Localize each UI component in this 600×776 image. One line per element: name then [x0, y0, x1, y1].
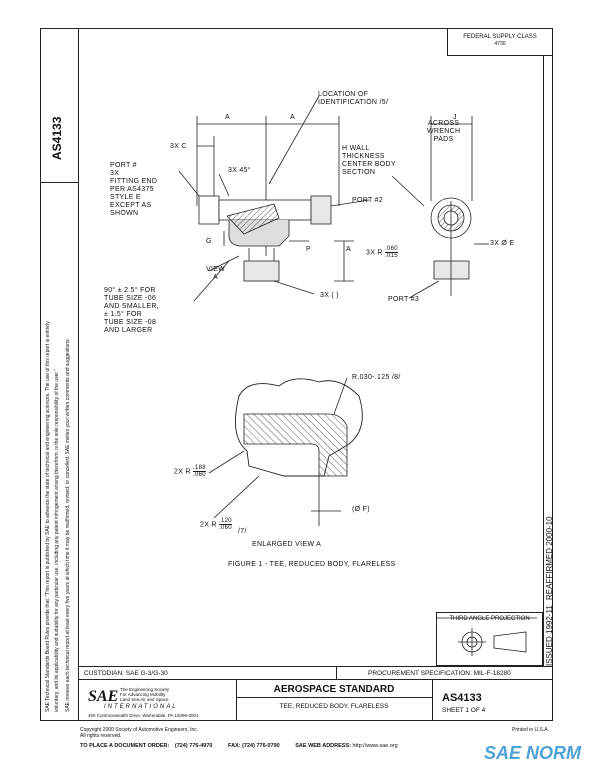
radius-030-label: R.030-.125 /8/	[352, 374, 401, 381]
port-3-label: PORT #3	[388, 296, 420, 303]
title-doc-number: AS4133	[442, 692, 482, 704]
projection-symbol	[458, 628, 527, 656]
sae-address: 400 Commonwealth Drive, Warrendale, PA 1…	[88, 713, 199, 718]
issued-date: ISSUED 1992-11	[545, 605, 554, 666]
copyright: Copyright 2000 Society of Automotive Eng…	[80, 727, 199, 739]
angle-45-label: 3X 45°	[228, 167, 251, 174]
dim-p: P	[306, 246, 311, 253]
port-2-label: PORT #2	[352, 197, 384, 204]
federal-supply-class-box	[447, 28, 553, 56]
radius-188-label: 2X R .188.060	[174, 465, 206, 478]
left-strip-rule	[40, 182, 78, 183]
printed-label: Printed in U.S.A.	[512, 727, 549, 733]
dim-a-left: A	[225, 114, 230, 121]
title-heading: AEROSPACE STANDARD	[273, 684, 395, 695]
order-line: TO PLACE A DOCUMENT ORDER: (724) 776-497…	[80, 743, 398, 749]
enlarged-view-label: ENLARGED VIEW A	[252, 541, 322, 548]
sae-disclaimer-1: SAE Technical Standards Board Rules prov…	[45, 321, 51, 712]
e-diameter-label: 3X Ø E	[490, 240, 515, 247]
dim-a-vertical: A	[346, 246, 351, 253]
title-block-divider-1	[236, 680, 237, 721]
drawing-frame	[40, 28, 553, 721]
custodian-label: CUSTODIAN: SAE G-3/G-30	[84, 670, 168, 677]
radius-120-label: 2X R .120.060	[200, 518, 232, 531]
sae-logo: SAE	[88, 688, 119, 705]
sheet-number: SHEET 1 OF 4	[442, 707, 486, 714]
title-subtitle: TEE, REDUCED BODY, FLARELESS	[279, 703, 389, 710]
sae-disclaimer-3: SAE reviews each technical report at lea…	[65, 338, 71, 712]
three-x-paren-label: 3X ( )	[320, 292, 339, 299]
dim-j: J	[453, 114, 457, 121]
dim-g: G	[206, 238, 212, 245]
sae-disclaimer-2: voluntary, and its applicability and sui…	[54, 369, 60, 712]
sae-international: INTERNATIONAL	[104, 704, 178, 710]
dim-a-right: A	[290, 114, 295, 121]
custodian-row	[78, 666, 553, 680]
custodian-row-divider	[336, 666, 337, 680]
note-7-label: /7/	[238, 528, 247, 535]
doc-number-vertical: AS4133	[50, 116, 64, 160]
federal-supply-class-value: 4730	[494, 41, 506, 47]
left-strip-divider	[78, 28, 79, 721]
projection-label: THIRD ANGLE PROJECTION	[449, 616, 530, 622]
figure-caption: FIGURE 1 - TEE, REDUCED BODY, FLARELESS	[228, 561, 396, 568]
title-block-divider-2	[432, 680, 433, 721]
procurement-label: PROCUREMENT SPECIFICATION: MIL-F-18280	[368, 670, 511, 677]
dim-3x-c: 3X C	[170, 143, 187, 150]
reaffirmed-date: REAFFIRMED 2000-10	[545, 516, 554, 600]
phi-f-label: (Ø F)	[352, 506, 370, 513]
title-heading-rule	[236, 697, 432, 698]
right-strip-divider	[543, 55, 544, 666]
tee-drawing	[178, 95, 537, 619]
federal-supply-class-label: FEDERAL SUPPLY CLASS	[463, 34, 537, 40]
radius-label: 3X R .060.015	[366, 246, 398, 259]
watermark-logo: SAE NORM	[484, 743, 582, 763]
projection-box	[436, 612, 543, 666]
